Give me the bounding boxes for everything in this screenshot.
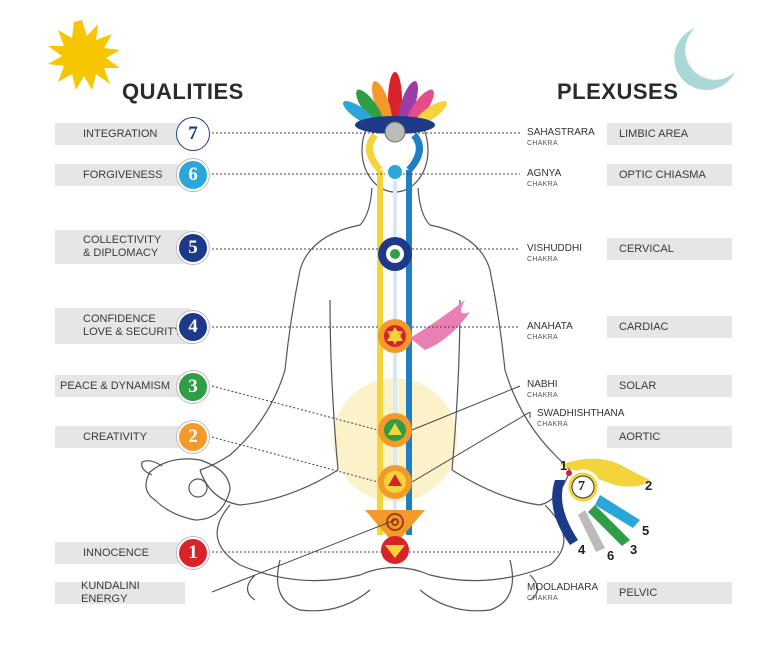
plexus-cardiac: CARDIAC	[607, 316, 732, 338]
plexus-aortic: AORTIC	[607, 426, 732, 448]
chakra-number-2: 2	[177, 421, 209, 453]
quality-label-forgiveness: FORGIVENESS	[55, 164, 190, 186]
vishuddhi-chakra-icon	[378, 237, 412, 271]
anahata-chakra-icon	[378, 319, 412, 353]
finger-number-1: 1	[560, 458, 568, 473]
plexus-pelvic: PELVIC	[607, 582, 732, 604]
finger-number-5: 5	[642, 523, 650, 538]
connector-lines	[211, 132, 560, 553]
qualities-heading: QUALITIES	[122, 79, 244, 104]
finger-number-4: 4	[578, 542, 586, 557]
quality-label-innocence: INNOCENCE	[55, 542, 190, 564]
quality-label-collectivity: COLLECTIVITY & DIPLOMACY	[55, 230, 190, 264]
hand-center-number: 7	[578, 479, 585, 494]
finger-number-3: 3	[630, 542, 638, 557]
quality-label-creativity: CREATIVITY	[55, 426, 190, 448]
mooladhara-chakra-icon	[381, 536, 409, 564]
chakra-number-3: 3	[177, 371, 209, 403]
kundalini-triangle-icon	[365, 510, 425, 545]
lotus-icon	[343, 72, 447, 143]
swadhishthana-chakra-icon	[378, 465, 412, 499]
chakra-number-7: 7	[177, 118, 209, 150]
plexus-limbic-area: LIMBIC AREA	[607, 123, 732, 145]
finger-number-2: 2	[645, 478, 653, 493]
plexus-solar: SOLAR	[607, 375, 732, 397]
plexus-optic-chiasma: OPTIC CHIASMA	[607, 164, 732, 186]
nabhi-chakra-icon	[378, 413, 412, 447]
chakra-number-4: 4	[177, 311, 209, 343]
body-outline	[199, 107, 571, 612]
plexuses-heading: PLEXUSES	[557, 79, 679, 104]
finger-number-6: 6	[607, 548, 615, 563]
chakra-number-1: 1	[177, 537, 209, 569]
heart-flame-icon	[410, 300, 470, 350]
right-hand	[552, 458, 650, 552]
plexus-cervical: CERVICAL	[607, 238, 732, 260]
quality-label-peace: PEACE & DYNAMISM	[55, 375, 190, 397]
chakra-number-5: 5	[177, 232, 209, 264]
quality-label-integration: INTEGRATION	[55, 123, 190, 145]
sun-icon	[48, 20, 120, 90]
kundalini-label: KUNDALINI ENERGY	[55, 580, 185, 605]
quality-label-confidence: CONFIDENCE LOVE & SECURITY	[55, 308, 190, 344]
moon-icon	[674, 28, 735, 90]
left-hand	[141, 458, 231, 521]
chakra-number-6: 6	[177, 159, 209, 191]
agnya-chakra-icon	[386, 163, 404, 181]
